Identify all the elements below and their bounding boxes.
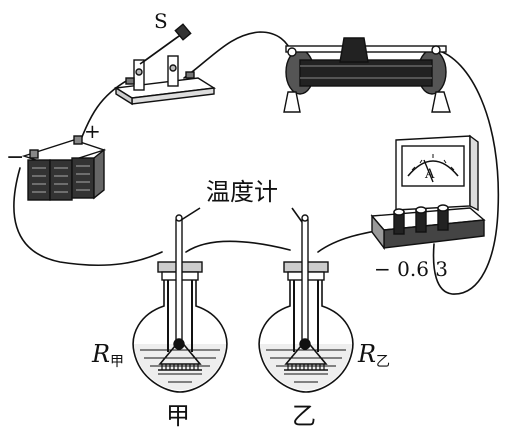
ammeter-terminal-labels: − 0.6 3: [374, 257, 448, 281]
wire-battery-plus-to-switch: [79, 79, 129, 143]
wire-flask-left-to-flask-right: [185, 240, 291, 253]
battery-plus-label: +: [84, 119, 101, 143]
ammeter-dial-label: A: [424, 167, 435, 182]
wire-battery-minus-to-flask-left: [13, 167, 163, 267]
wire-switch-to-rheostat: [183, 31, 293, 79]
flask-right: [258, 214, 354, 393]
resistor-right-label: R: [357, 340, 376, 368]
resistor-left-label: R: [91, 340, 110, 368]
thermometer-pointer-right: [291, 207, 303, 223]
flask-left-label: 甲: [166, 402, 190, 430]
thermometer-label: 温度计: [206, 178, 278, 206]
battery-pack: [21, 135, 107, 201]
ammeter: [370, 134, 486, 251]
knife-switch: [113, 23, 217, 106]
resistor-left-subscript: 甲: [110, 354, 124, 370]
switch-label: S: [154, 9, 168, 33]
flask-right-label: 乙: [292, 402, 316, 430]
resistor-right-subscript: 乙: [376, 354, 390, 370]
wire-rheostat-to-ammeter: [432, 49, 500, 295]
wires: [13, 31, 500, 295]
rheostat: [283, 37, 451, 113]
flask-left: [132, 214, 228, 393]
battery-minus-label: −: [6, 145, 24, 170]
